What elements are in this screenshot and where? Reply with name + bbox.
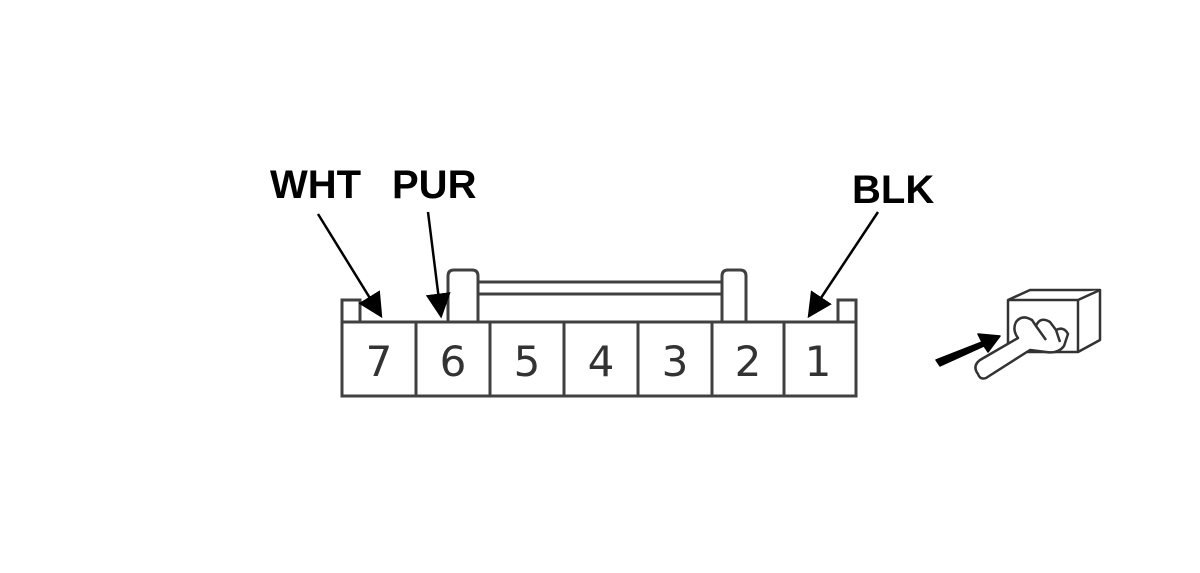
pin-2-label: 2 (735, 337, 762, 386)
connector-housing: 7 6 5 4 3 2 1 (340, 268, 858, 398)
pur-leader-arrow (425, 211, 451, 319)
pin-5-label: 5 (514, 337, 541, 386)
pin-7-label: 7 (366, 337, 393, 386)
left-latch-post (446, 268, 480, 322)
pin-separators (414, 322, 786, 396)
blk-wire-label: BLK (852, 168, 934, 212)
blk-leader-arrow (807, 211, 880, 319)
latch-rail (468, 280, 730, 296)
hand-pointing-connector-icon (935, 288, 1102, 380)
pin-6-label: 6 (440, 337, 467, 386)
pin-4-label: 4 (588, 337, 615, 386)
pur-wire-label: PUR (392, 163, 477, 207)
pin-3-label: 3 (662, 337, 689, 386)
right-latch-post (720, 268, 748, 322)
wht-wire-label: WHT (270, 163, 361, 207)
pin-1-label: 1 (805, 337, 832, 386)
wht-leader-arrow (316, 213, 383, 319)
